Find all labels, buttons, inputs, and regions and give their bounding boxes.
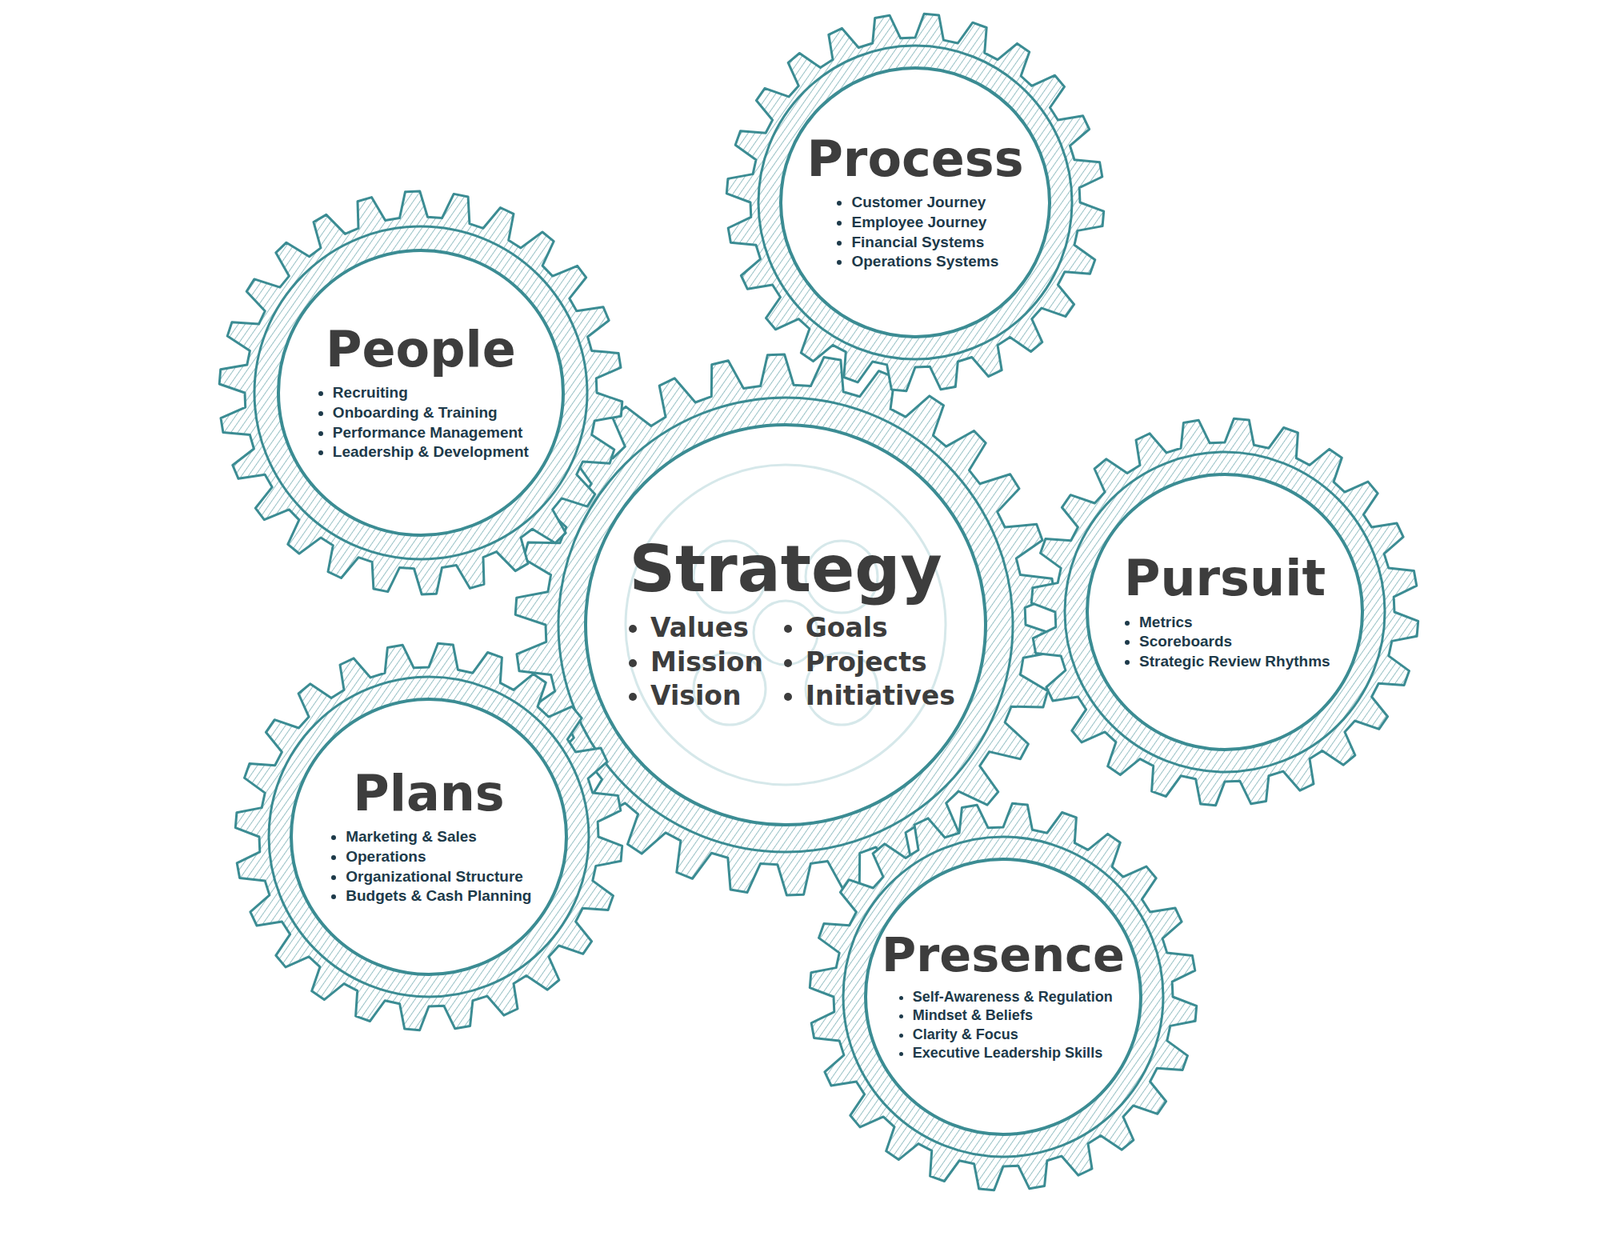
gear (726, 13, 1104, 391)
bullet-item: Metrics (1139, 612, 1331, 633)
bullet-item: Performance Management (332, 423, 529, 444)
gear-heading: Strategy (628, 536, 942, 604)
gear-rim (558, 397, 1013, 852)
gear-rim (758, 45, 1072, 360)
gear (219, 191, 623, 595)
bullet-item: Budgets & Cash Planning (345, 886, 532, 907)
gear-face (865, 859, 1141, 1135)
bullet-item: Self-Awareness & Regulation (912, 988, 1113, 1007)
gear-rim (1064, 452, 1385, 772)
bullet-list: MetricsScoreboardsStrategic Review Rhyth… (1119, 612, 1330, 672)
gear-rim (843, 836, 1164, 1157)
gear (809, 803, 1196, 1190)
bullet-item: Operations Systems (851, 252, 999, 272)
bullet-item: Values (650, 611, 764, 646)
gear-heading: Plans (352, 767, 505, 820)
gear-node: PursuitMetricsScoreboardsStrategic Revie… (1087, 474, 1363, 750)
bullet-list: Self-Awareness & RegulationMindset & Bel… (893, 988, 1113, 1064)
gear-face (291, 699, 567, 975)
bullet-item: Initiatives (805, 679, 956, 714)
bullet-item: Organizational Structure (345, 867, 532, 888)
bullet-item: Goals (805, 611, 956, 646)
gear-face (780, 68, 1050, 337)
gear-rim (254, 226, 588, 560)
bullet-list: Marketing & SalesOperationsOrganizationa… (326, 827, 532, 907)
gear-heading: People (325, 323, 516, 376)
bullet-list: Customer JourneyEmployee JourneyFinancia… (832, 192, 999, 272)
gear-face (278, 250, 564, 536)
bullet-item: Mission (650, 645, 764, 680)
bullet-item: Mindset & Beliefs (912, 1006, 1113, 1025)
watermark-gear (625, 464, 946, 785)
bullet-item: Scoreboards (1139, 632, 1331, 652)
bullet-item: Leadership & Development (332, 442, 529, 463)
gear-rim (268, 676, 589, 997)
gear-face (1087, 474, 1363, 750)
bullet-item: Vision (650, 679, 764, 714)
bullet-item: Projects (805, 645, 956, 680)
gear-node: PlansMarketing & SalesOperationsOrganiza… (291, 699, 567, 975)
gear (235, 643, 622, 1030)
gear-teeth (235, 643, 622, 1030)
bullet-item: Strategic Review Rhythms (1139, 652, 1331, 672)
gear-face (585, 424, 986, 825)
bullet-item: Operations (345, 847, 532, 868)
bullet-list: ValuesMissionVision GoalsProjectsInitiati… (616, 611, 956, 715)
bullet-item: Onboarding & Training (332, 403, 529, 424)
gear-node: PresenceSelf-Awareness & RegulationMinds… (865, 859, 1141, 1135)
gear-heading: Process (806, 132, 1024, 185)
bullet-item: Financial Systems (851, 232, 999, 253)
gear-teeth (726, 13, 1104, 391)
bullet-item: Customer Journey (851, 192, 999, 213)
gear-node: PeopleRecruitingOnboarding & TrainingPer… (278, 250, 564, 536)
gear (1031, 418, 1418, 805)
bullet-item: Employee Journey (851, 212, 999, 233)
bullet-item: Clarity & Focus (912, 1025, 1113, 1044)
center-gear: StrategyValuesMissionVision GoalsProjects… (585, 424, 986, 825)
bullet-item: Marketing & Sales (345, 827, 532, 848)
bullet-item: Recruiting (332, 383, 529, 404)
gear-heading: Presence (881, 930, 1125, 980)
gear-teeth (219, 191, 623, 595)
gear-heading: Pursuit (1124, 552, 1326, 604)
bullet-item: Executive Leadership Skills (912, 1044, 1113, 1063)
bullet-list: RecruitingOnboarding & TrainingPerforman… (312, 383, 529, 463)
gear-teeth (1031, 418, 1418, 805)
gear-node: ProcessCustomer JourneyEmployee JourneyF… (780, 68, 1050, 337)
gear-teeth (809, 803, 1196, 1190)
